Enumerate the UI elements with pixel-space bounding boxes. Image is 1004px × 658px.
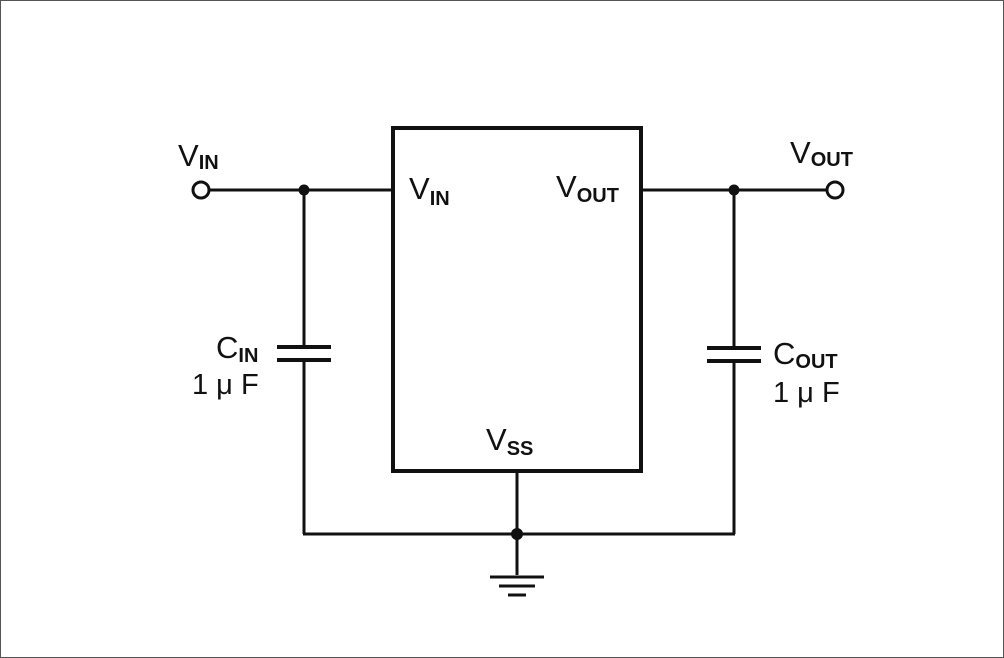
ground-node-dot — [511, 528, 523, 540]
vout-terminal — [825, 180, 845, 200]
vout-external-label: VOUT — [790, 135, 853, 171]
vin-external-label: VIN — [178, 138, 219, 174]
ground-icon — [490, 575, 544, 597]
regulator-ic-box — [391, 126, 643, 473]
ic-pin-vin-label: VIN — [409, 171, 450, 210]
cout-label: COUT — [773, 336, 838, 373]
cin-value: 1 μ F — [192, 369, 259, 401]
cin-label: CIN — [216, 330, 258, 367]
vin-terminal — [191, 180, 211, 200]
cout-value: 1 μ F — [773, 377, 840, 409]
ic-pin-vss-label: VSS — [486, 422, 533, 460]
ic-pin-vout-label: VOUT — [556, 169, 619, 207]
